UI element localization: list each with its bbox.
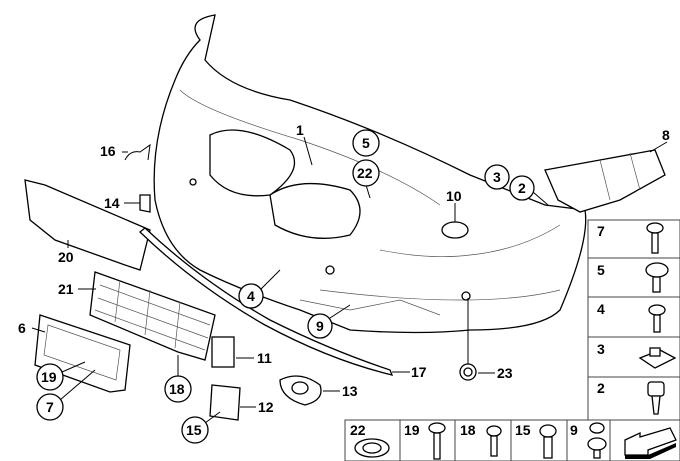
callout-21[interactable]: 21: [58, 281, 74, 297]
arrow-icon[interactable]: [624, 427, 677, 459]
part-14[interactable]: [139, 194, 151, 213]
callout-18[interactable]: 18: [169, 381, 185, 397]
screw-icon: [486, 425, 502, 457]
fastener-label-3: 3: [597, 341, 605, 357]
callout-19[interactable]: 19: [41, 369, 57, 385]
fastener-label-18: 18: [460, 422, 476, 438]
cover-12[interactable]: [209, 384, 241, 421]
callout-6[interactable]: 6: [18, 320, 26, 336]
grille-21[interactable]: [89, 271, 216, 361]
callout-10[interactable]: 10: [446, 188, 462, 204]
callout-17[interactable]: 17: [411, 364, 427, 380]
callout-13[interactable]: 13: [342, 383, 358, 399]
callout-15[interactable]: 15: [186, 422, 202, 438]
cap-10[interactable]: [441, 221, 469, 239]
bracket-20[interactable]: [24, 179, 151, 271]
callout-3[interactable]: 3: [493, 169, 501, 185]
callout-9[interactable]: 9: [316, 318, 324, 334]
leader-lines: [31, 136, 668, 424]
callout-23[interactable]: 23: [497, 365, 513, 381]
fastener-label-15: 15: [515, 422, 531, 438]
fastener-panel-right: 7 5 4 3 2: [587, 219, 680, 421]
callout-1[interactable]: 1: [296, 122, 304, 138]
callout-8[interactable]: 8: [662, 127, 670, 143]
bolt-icon: [647, 381, 665, 415]
callout-14[interactable]: 14: [104, 195, 120, 211]
callout-12[interactable]: 12: [258, 399, 274, 415]
fastener-panel-bottom: 22 19 18 15 9: [344, 419, 680, 461]
fastener-label-9: 9: [570, 422, 578, 438]
callout-16[interactable]: 16: [100, 143, 116, 159]
callout-20[interactable]: 20: [58, 249, 74, 265]
screw-icon: [645, 262, 669, 293]
callout-4[interactable]: 4: [247, 288, 255, 304]
cover-11[interactable]: [211, 336, 235, 368]
fastener-label-19: 19: [404, 422, 420, 438]
screw-icon: [646, 222, 664, 254]
bolt-icon: [539, 424, 557, 459]
screw-icon: [648, 304, 666, 333]
fastener-label-22: 22: [350, 422, 366, 438]
fastener-label-5: 5: [597, 262, 605, 278]
screw-icon: [428, 422, 446, 460]
callout-11[interactable]: 11: [257, 350, 272, 366]
callout-7[interactable]: 7: [46, 399, 54, 415]
fastener-label-4: 4: [597, 301, 605, 317]
fastener-label-7: 7: [597, 223, 605, 239]
clip-nut-icon: [638, 347, 677, 369]
part-16[interactable]: [124, 143, 151, 161]
callout-22[interactable]: 22: [357, 165, 373, 181]
trim-strip[interactable]: [139, 227, 394, 376]
callout-2[interactable]: 2: [518, 180, 526, 196]
grommet-icon: [354, 438, 390, 458]
fastener-label-2: 2: [597, 380, 605, 396]
callout-5[interactable]: 5: [362, 135, 370, 151]
push-clip-icon: [587, 422, 607, 459]
